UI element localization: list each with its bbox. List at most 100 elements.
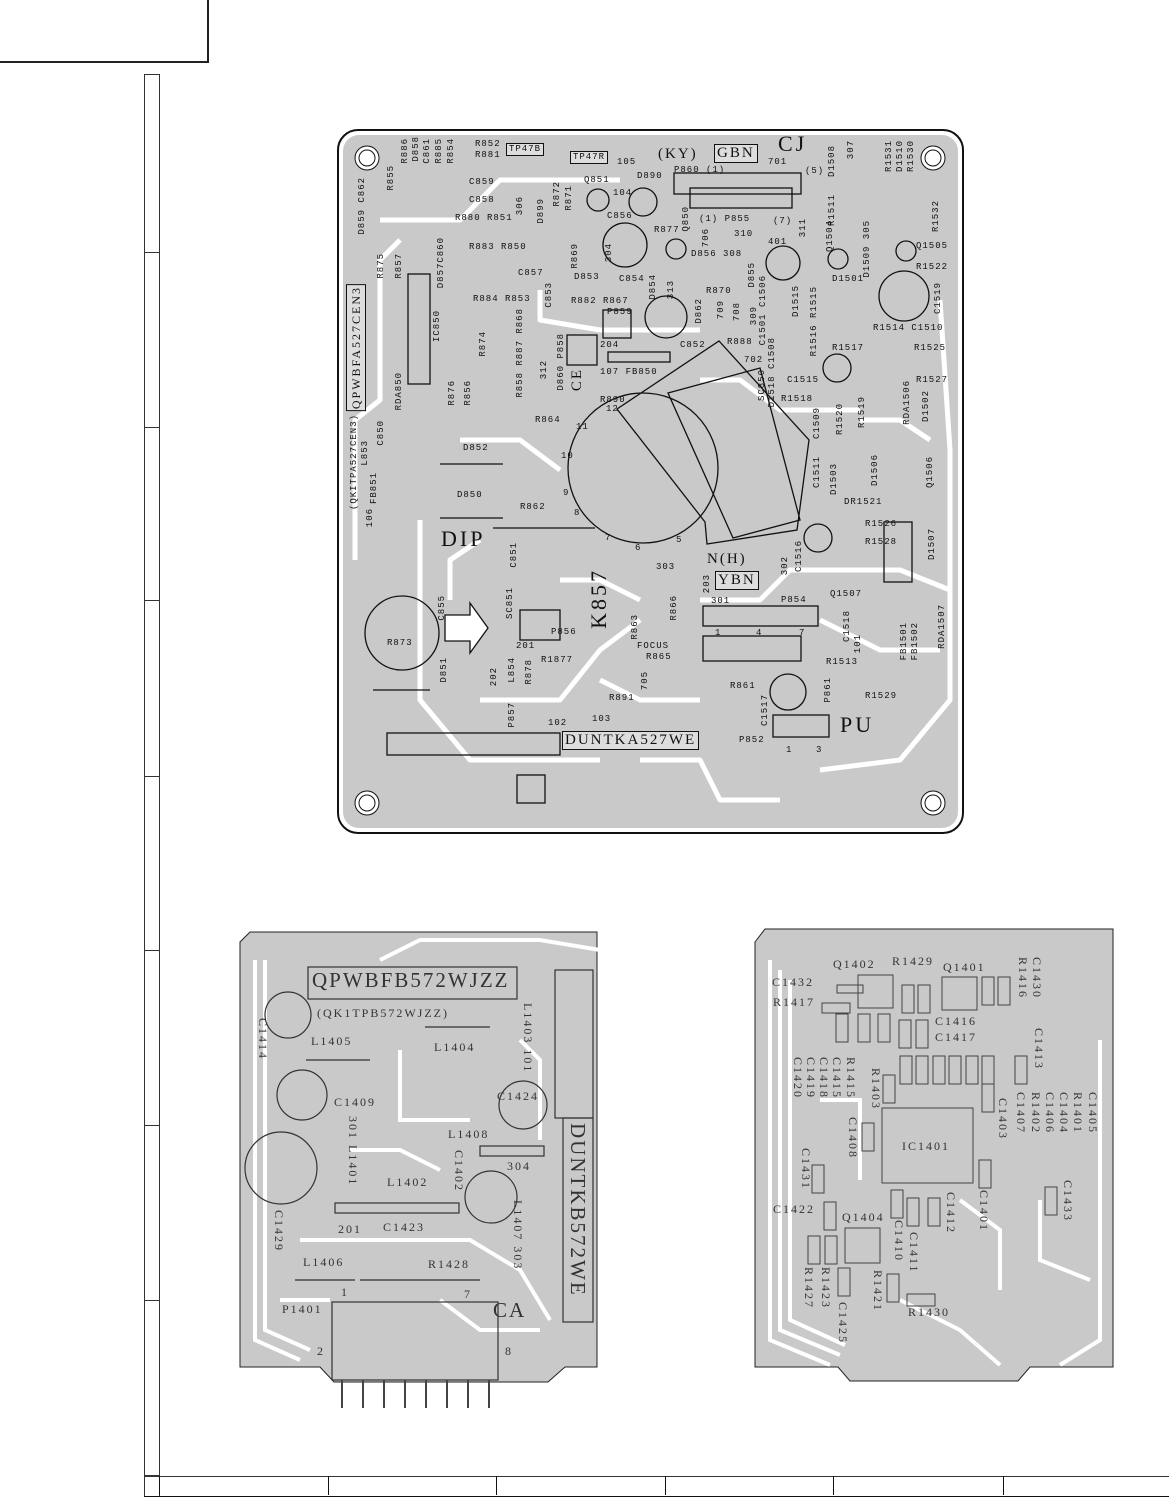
component-designator: 107 FB850 bbox=[600, 367, 658, 377]
component-designator: R1522 bbox=[916, 262, 949, 272]
component-designator: DIP bbox=[441, 526, 486, 551]
component-designator: R875 bbox=[376, 253, 386, 279]
component-designator: L1404 bbox=[434, 1040, 476, 1054]
component-designator: 3 bbox=[816, 745, 823, 755]
component-designator: 101 bbox=[853, 634, 863, 654]
smd-component-pad bbox=[857, 1013, 871, 1043]
component-designator: R1430 bbox=[908, 1305, 951, 1319]
component-designator: 202 bbox=[489, 667, 499, 687]
component-designator: R862 bbox=[520, 502, 546, 512]
smd-component-pad bbox=[811, 1164, 825, 1194]
component-designator: C1406 bbox=[1043, 1092, 1057, 1135]
component-designator: D850 bbox=[457, 490, 483, 500]
component-designator: C1414 bbox=[256, 1018, 270, 1061]
dial-number: 10 bbox=[561, 451, 574, 461]
component-designator: CJ bbox=[778, 131, 808, 156]
copper-trace bbox=[480, 618, 642, 703]
smd-component-pad bbox=[917, 984, 931, 1014]
copper-trace bbox=[460, 437, 562, 472]
component-designator: R877 bbox=[654, 225, 680, 235]
component-designator: D899 bbox=[536, 198, 546, 224]
component-designator: R854 bbox=[446, 138, 456, 164]
component-designator: Q1507 bbox=[830, 589, 863, 599]
dial-number: 6 bbox=[635, 543, 642, 553]
component-designator: D851 bbox=[439, 657, 449, 683]
component-designator: Q1402 bbox=[833, 957, 876, 971]
component-designator: R1528 bbox=[865, 537, 898, 547]
component-designator: RDA1507 bbox=[937, 604, 947, 649]
component-designator: Q1401 bbox=[943, 960, 986, 974]
copper-trace bbox=[958, 1198, 1002, 1290]
component-designator: R886 bbox=[400, 138, 410, 164]
component-designator: R1423 bbox=[819, 1267, 833, 1310]
component-designator: R1517 bbox=[832, 343, 865, 353]
component-designator: L1406 bbox=[303, 1255, 345, 1269]
component-designator: 705 bbox=[640, 671, 650, 691]
smd-component-pad bbox=[981, 976, 995, 1006]
component-designator: 1 bbox=[786, 745, 793, 755]
component-designator: 2 bbox=[317, 1344, 325, 1358]
component-designator: P856 bbox=[551, 627, 577, 637]
component-designator: R1402 bbox=[1029, 1092, 1043, 1135]
component-designator: 313 bbox=[666, 280, 676, 300]
component-designator: R872 bbox=[552, 181, 562, 207]
component-designator: R874 bbox=[478, 331, 488, 357]
component-designator: R865 bbox=[646, 652, 672, 662]
component-designator: R1530 bbox=[906, 140, 916, 173]
component-designator: 706 bbox=[701, 228, 711, 248]
component-designator: R863 bbox=[630, 614, 640, 640]
component-designator: C1516 bbox=[794, 540, 804, 573]
component-designator: C858 bbox=[469, 195, 495, 205]
component-designator: R852 bbox=[475, 139, 501, 149]
component-designator: C856 bbox=[607, 211, 633, 221]
component-designator: C1404 bbox=[1057, 1092, 1071, 1135]
smd-component-pad bbox=[981, 1083, 995, 1113]
component-designator: R866 bbox=[669, 595, 679, 621]
component-designator: C1409 bbox=[334, 1095, 377, 1109]
component-designator: SC851 bbox=[505, 587, 515, 620]
component-designator: C1412 bbox=[944, 1192, 958, 1235]
component-designator: C851 bbox=[509, 542, 519, 568]
component-designator: D856 308 bbox=[691, 249, 743, 259]
dial-number: 5 bbox=[676, 535, 683, 545]
frame-column-divider bbox=[496, 1476, 497, 1495]
frame-grid-line bbox=[144, 776, 160, 777]
component-designator: C1415 bbox=[830, 1057, 844, 1100]
component-designator: L1407 303 bbox=[511, 1200, 525, 1271]
component-designator: 702 bbox=[744, 355, 764, 365]
component-designator: R1514 C1510 bbox=[873, 323, 944, 333]
component-designator: C1517 bbox=[760, 694, 770, 727]
component-designator: R855 bbox=[386, 165, 396, 191]
component-designator: D1508 bbox=[827, 145, 837, 178]
component-designator: D859 C862 bbox=[357, 177, 367, 235]
component-designator: P1401 bbox=[282, 1302, 323, 1316]
component-designator: R881 bbox=[475, 150, 501, 160]
component-designator: P857 bbox=[507, 702, 517, 728]
component-designator: DUNTKB572WE bbox=[566, 1123, 590, 1297]
ca-pcb-board-back bbox=[754, 928, 1114, 1382]
component-designator: C1430 bbox=[1030, 957, 1044, 1000]
frame-grid-line bbox=[144, 427, 160, 428]
component-designator: QPWBFB572WJZZ bbox=[312, 968, 510, 992]
component-designator: 203 bbox=[702, 574, 712, 594]
copper-trace bbox=[819, 299, 953, 773]
board-part-number: GBN bbox=[714, 144, 758, 163]
board-part-number: TP47R bbox=[570, 151, 609, 164]
copper-trace bbox=[379, 938, 601, 962]
component-designator: R880 R851 bbox=[455, 213, 513, 223]
component-designator: C1519 bbox=[933, 282, 943, 315]
frame-column-divider bbox=[665, 1476, 666, 1495]
component-designator: 105 bbox=[617, 157, 637, 167]
component-designator: D858 bbox=[411, 136, 421, 162]
component-designator: 301 bbox=[711, 596, 731, 606]
component-designator: 201 bbox=[516, 641, 536, 651]
component-designator: IC1401 bbox=[902, 1139, 950, 1153]
main-pcb-board bbox=[337, 129, 964, 834]
frame-grid-line bbox=[144, 1300, 160, 1301]
smd-component-pad bbox=[861, 1122, 875, 1152]
component-designator: R869 bbox=[570, 243, 580, 269]
copper-trace bbox=[820, 1098, 862, 1180]
copper-trace bbox=[447, 537, 482, 600]
component-designator: R1417 bbox=[773, 995, 816, 1009]
component-designator: C1431 bbox=[799, 1148, 813, 1191]
